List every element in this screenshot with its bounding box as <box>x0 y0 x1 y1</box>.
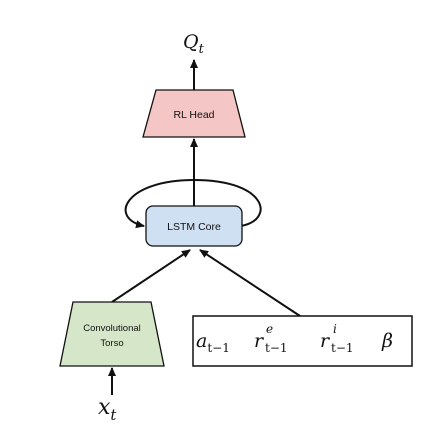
input-re-label: r <box>254 330 265 352</box>
lstm-recurrent-loop <box>124 178 262 229</box>
extra-inputs-shape <box>192 315 413 367</box>
lstm-core-node: LSTM Core <box>145 205 243 247</box>
input-re-subscript: t−1 <box>265 341 288 355</box>
input-a-label: at−1 <box>196 330 230 355</box>
input-re-superscript: e <box>266 322 273 336</box>
input-ri-label: r <box>320 330 331 352</box>
rl-head-shape <box>142 89 246 138</box>
rl-head-node: RL Head <box>142 89 246 138</box>
input-beta-label: β <box>381 330 393 352</box>
conv-torso-shape <box>59 301 165 367</box>
conv-torso-node: Convolutional Torso <box>59 301 165 367</box>
conv-torso-label-line2: Torso <box>100 338 123 349</box>
arrow-torso-to-lstm <box>111 249 191 303</box>
input-x-label: xt <box>98 395 117 424</box>
lstm-core-shape <box>145 205 243 247</box>
arrow-extras-to-lstm <box>199 249 301 317</box>
extra-inputs-box: at−1 r e t−1 r i t−1 β <box>192 315 413 367</box>
lstm-core-label: LSTM Core <box>167 221 221 233</box>
conv-torso-label-line1: Convolutional <box>83 323 141 334</box>
input-ri-superscript: i <box>333 322 337 336</box>
input-ri-subscript: t−1 <box>331 341 354 355</box>
rl-head-label: RL Head <box>173 109 214 121</box>
output-q-label: Qt <box>183 31 205 57</box>
